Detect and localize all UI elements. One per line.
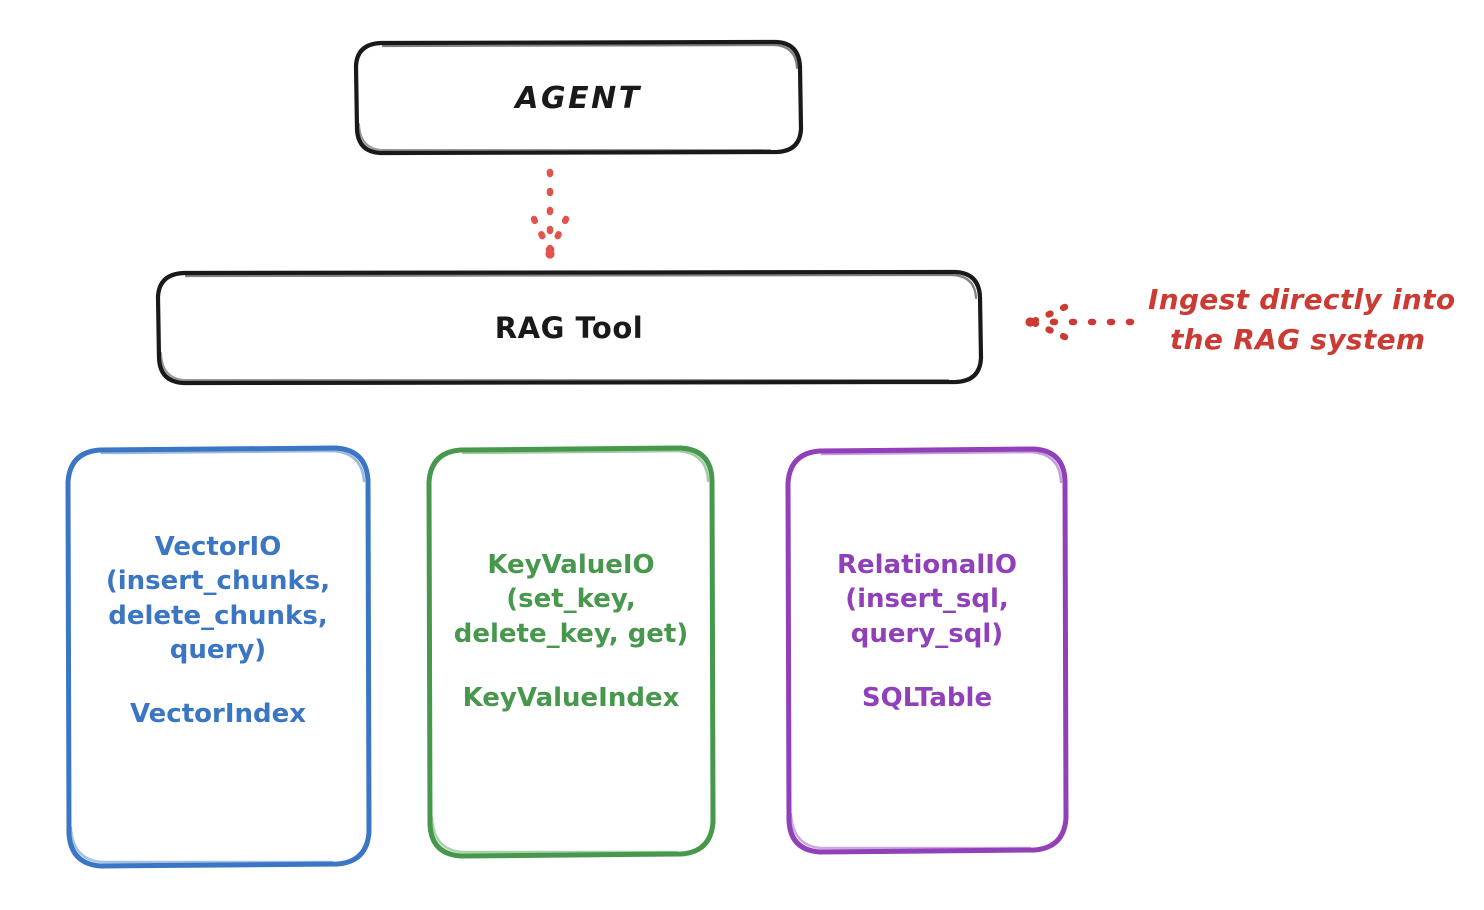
agent-to-rag-tool-connector [530,168,570,259]
rag-tool-node-shape[interactable] [155,269,984,386]
vector-io-node-shape[interactable] [65,445,372,869]
relational-io-node-shape[interactable] [785,446,1069,855]
agent-node-shape[interactable] [353,39,804,156]
key-value-io-node-shape[interactable] [426,445,716,859]
annotation-to-rag-tool-connector [1025,303,1135,341]
